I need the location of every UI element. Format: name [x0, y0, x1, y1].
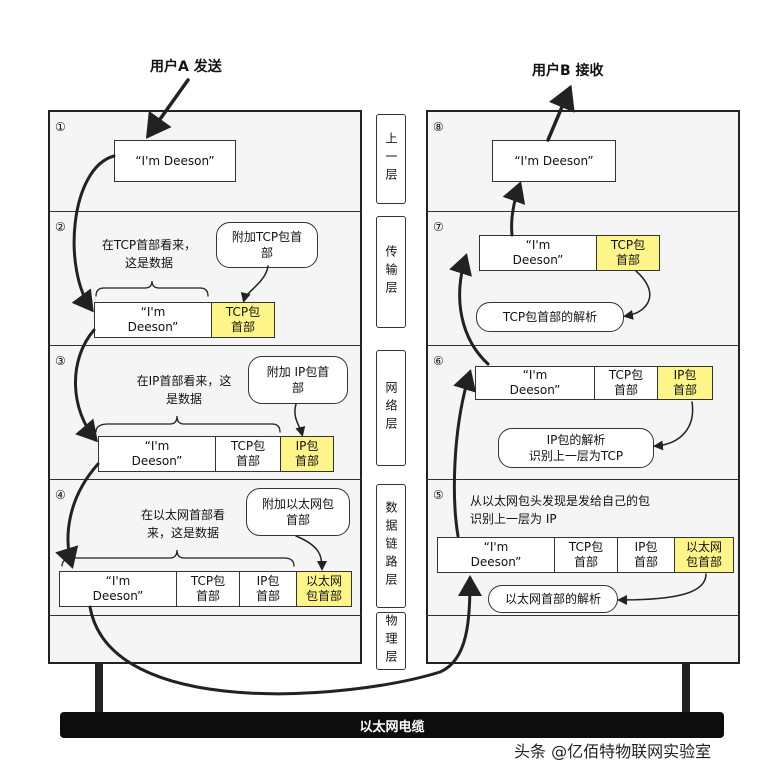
rx-ip-header-cell: IP包 首部 — [657, 366, 713, 400]
ip-packet-tcp-header: TCP包 首部 — [215, 436, 281, 472]
ip-view-note: 在IP首部看来，这 是数据 — [136, 374, 232, 406]
layer-divider — [426, 479, 740, 480]
step-8: ⑧ — [433, 120, 444, 134]
rx-ip-packet-data: “I'm Deeson” — [475, 366, 595, 400]
add-tcp-header-bubble: 附加TCP包首 部 — [216, 222, 318, 268]
tcp-segment-data: “I'm Deeson” — [94, 302, 212, 338]
ip-header-cell: IP包 首部 — [280, 436, 334, 472]
rx-tcp-header-cell: TCP包 首部 — [596, 235, 660, 271]
layer-divider — [48, 211, 362, 212]
tcp-view-note: 在TCP首部看来， 这是数据 — [101, 238, 197, 270]
receiver-cable-post — [682, 664, 690, 714]
flow-arrow — [74, 328, 98, 443]
brace — [61, 549, 295, 567]
sender-title: 用户A 发送 — [150, 59, 222, 75]
eth-frame-ip-header: IP包 首部 — [239, 571, 297, 607]
step-7: ⑦ — [433, 220, 444, 234]
ip-parse-bubble: IP包的解析 识别上一层为TCP — [498, 428, 654, 468]
rx-eth-frame-data: “I'm Deeson” — [437, 537, 555, 573]
step-3: ③ — [55, 354, 66, 368]
layer-divider — [48, 615, 362, 616]
rx-tcp-segment-data: “I'm Deeson” — [479, 235, 597, 271]
receiver-data-box: “I'm Deeson” — [492, 140, 616, 182]
sender-cable-post — [95, 664, 103, 714]
ethernet-cable: 以太网电缆 — [60, 712, 724, 738]
pointer-arrow — [623, 270, 651, 320]
rx-eth-frame-tcp-header: TCP包 首部 — [554, 537, 618, 573]
brace — [95, 280, 209, 297]
pointer-arrow — [617, 573, 707, 605]
step-6: ⑥ — [433, 354, 444, 368]
add-eth-header-bubble: 附加以太网包 首部 — [246, 488, 350, 536]
layer-label-datalink: 数据链路层 — [376, 484, 406, 608]
layer-label-network: 网络层 — [376, 350, 406, 466]
ip-packet-data: “I'm Deeson” — [98, 436, 216, 472]
watermark: 头条 @亿佰特物联网实验室 — [514, 742, 712, 761]
rx-eth-header-cell: 以太网 包首部 — [674, 537, 734, 573]
layer-label-physical: 物理层 — [376, 612, 406, 670]
eth-frame-tcp-header: TCP包 首部 — [176, 571, 240, 607]
step-4: ④ — [55, 488, 66, 502]
receiver-output-arrow — [546, 84, 575, 142]
eth-view-note: 在以太网首部看 来，这是数据 — [140, 508, 225, 540]
brace — [95, 415, 281, 433]
receiver-title: 用户B 接收 — [532, 63, 604, 79]
pointer-arrow — [240, 265, 269, 303]
flow-arrow — [71, 154, 116, 313]
layer-divider — [48, 345, 362, 346]
layer-divider — [426, 615, 740, 616]
add-ip-header-bubble: 附加 IP包首 部 — [248, 356, 348, 404]
flow-arrow — [449, 253, 490, 366]
sender-input-arrow — [145, 78, 190, 139]
flow-arrow — [55, 462, 100, 569]
layer-label-transport: 传输层 — [376, 216, 406, 328]
step-5: ⑤ — [433, 488, 444, 502]
pointer-arrow — [295, 535, 327, 571]
eth-header-cell: 以太网 包首部 — [296, 571, 352, 607]
rx-ip-packet-tcp-header: TCP包 首部 — [594, 366, 658, 400]
step-2: ② — [55, 220, 66, 234]
pointer-arrow — [653, 401, 694, 451]
tcp-parse-bubble: TCP包首部的解析 — [476, 302, 624, 332]
flow-arrow — [452, 369, 477, 538]
layer-divider — [426, 211, 740, 212]
eth-receive-note: 从以太网包头发现是发给自己的包 识别上一层为 IP — [470, 494, 651, 526]
layer-divider — [48, 479, 362, 480]
step-1: ① — [55, 120, 66, 134]
flow-arrow — [88, 575, 482, 696]
flow-arrow — [502, 181, 526, 237]
pointer-arrow — [294, 403, 306, 437]
layer-divider — [426, 345, 740, 346]
layer-label-upper: 上一层 — [376, 114, 406, 204]
sender-data-box: “I'm Deeson” — [114, 140, 236, 182]
